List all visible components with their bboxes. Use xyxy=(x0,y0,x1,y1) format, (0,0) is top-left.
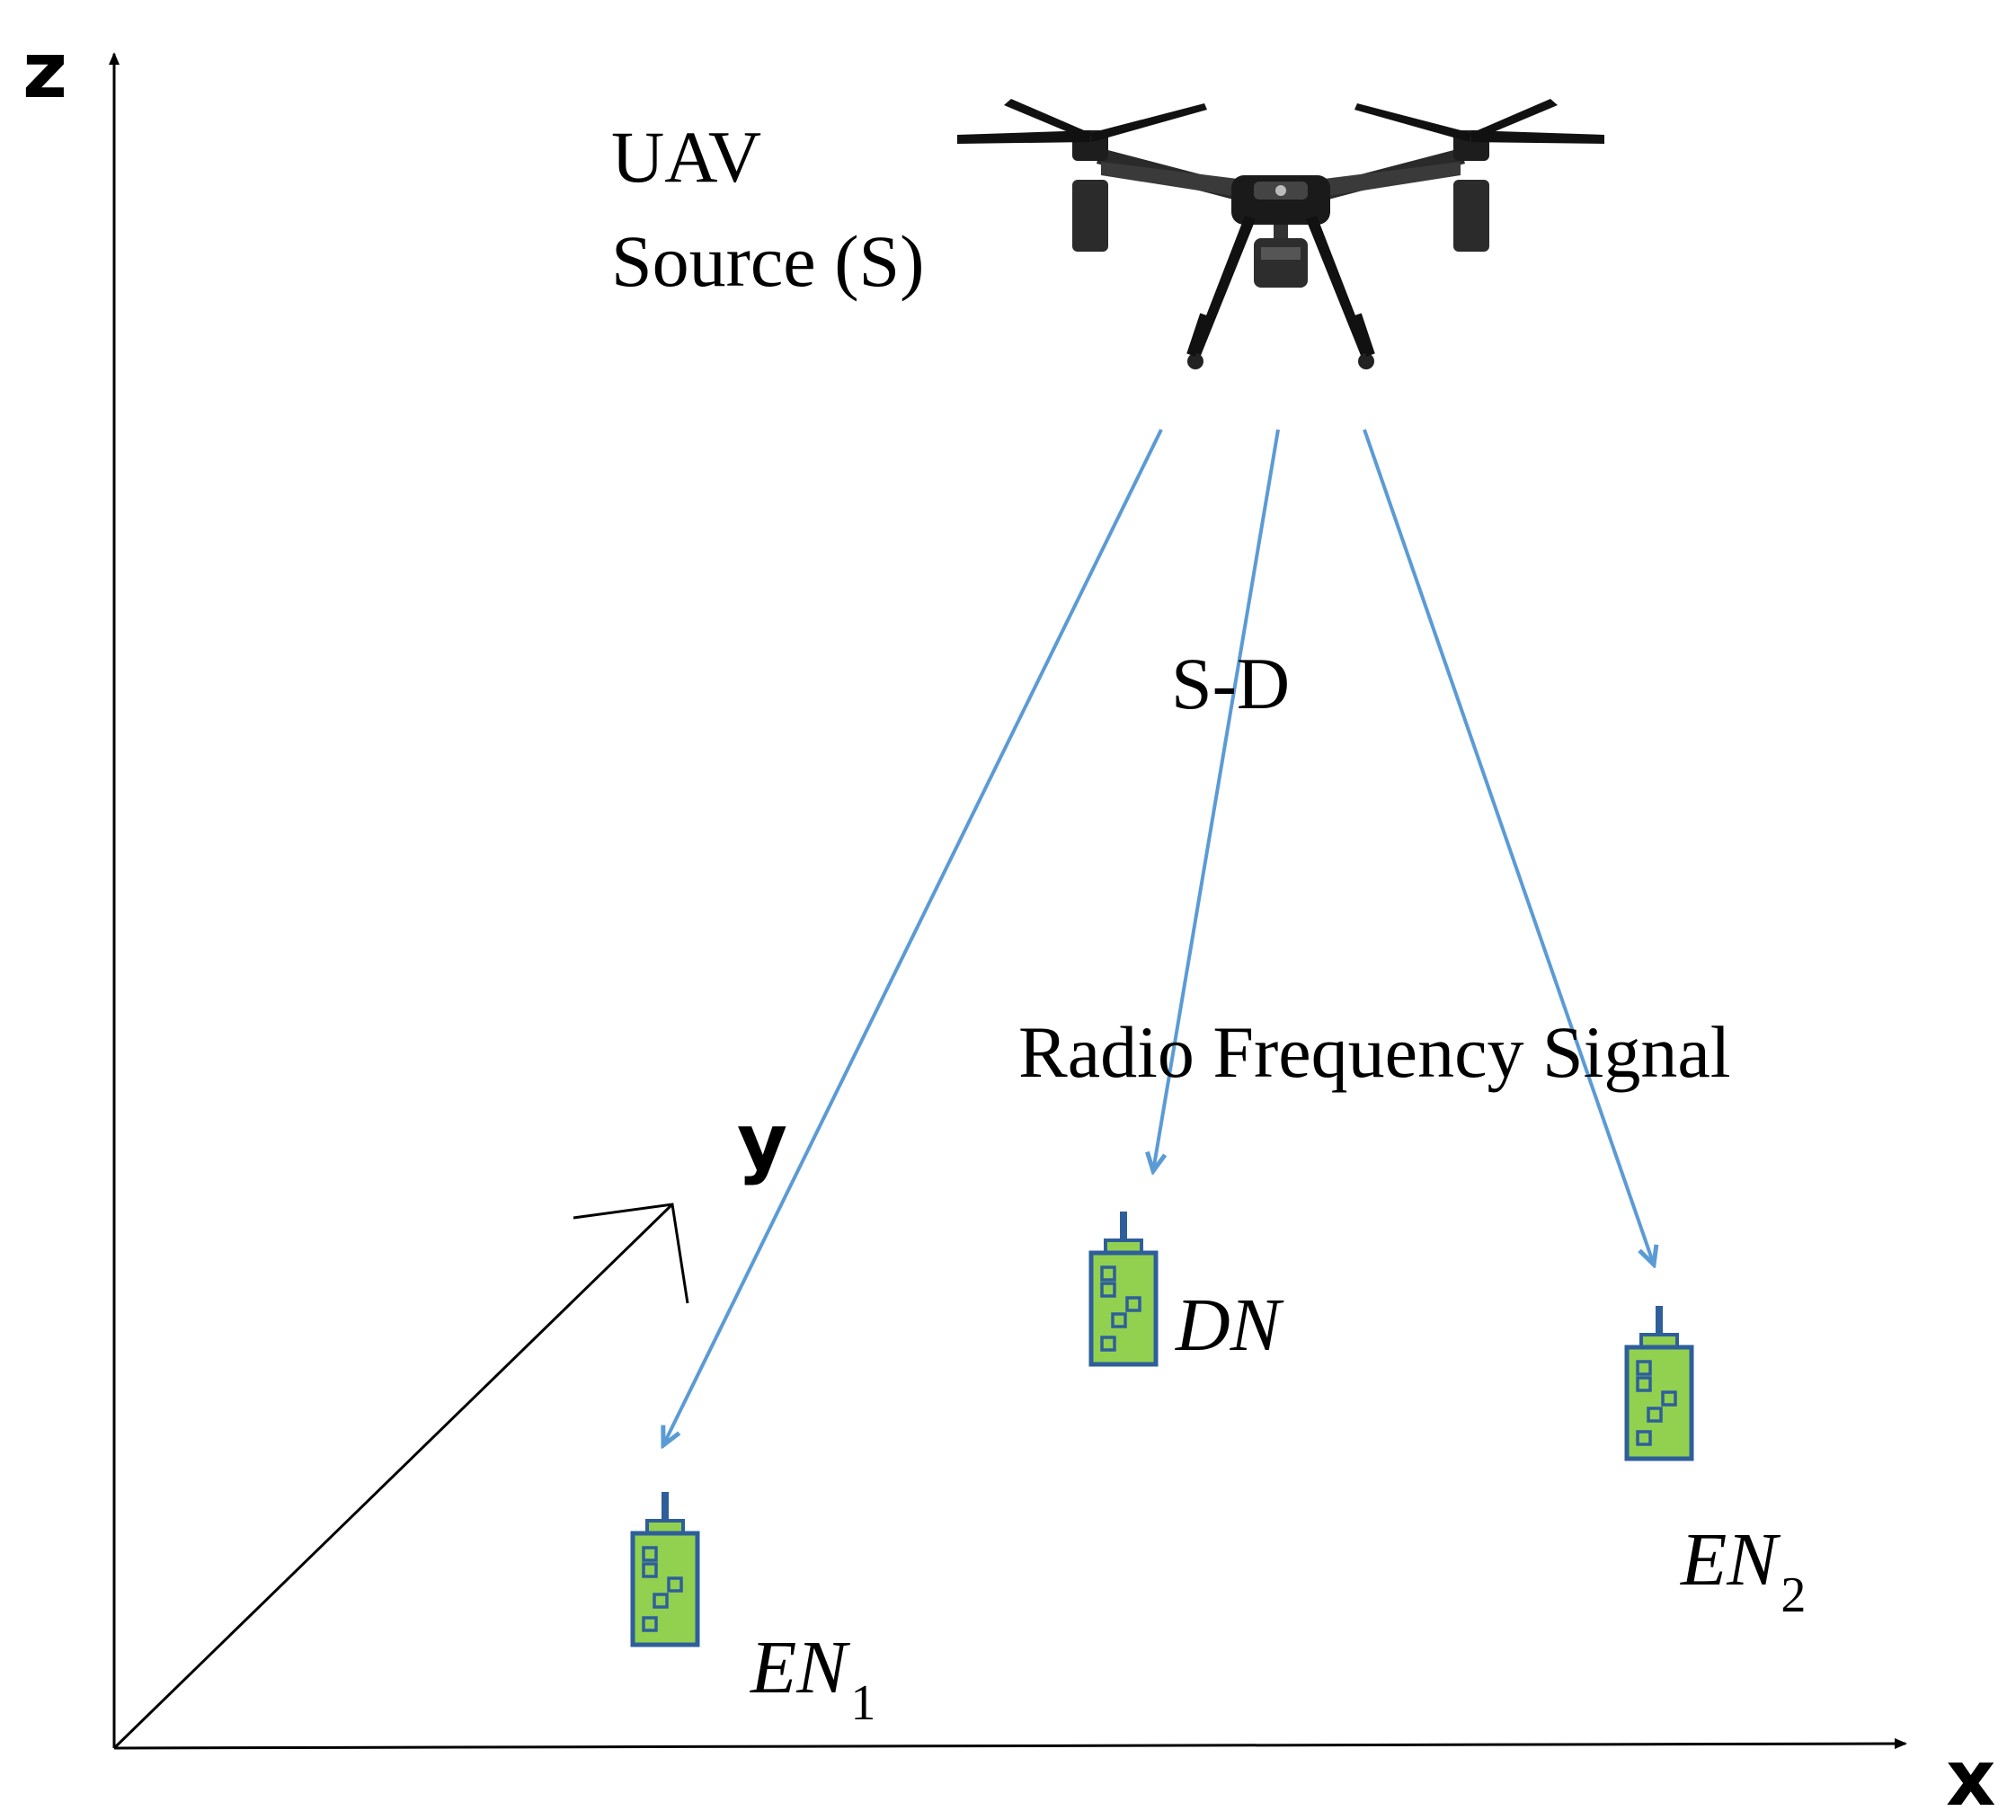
y-axis-label: y xyxy=(737,1097,787,1187)
uav-source-label: Source (S) xyxy=(611,220,924,302)
y-axis-arrowhead xyxy=(573,1203,689,1304)
x-axis-label: x xyxy=(1946,1734,1995,1820)
quadcopter-drone-icon xyxy=(957,99,1604,369)
node-dn-label: DN xyxy=(1175,1283,1284,1367)
x-axis xyxy=(113,1738,1907,1750)
building-icon xyxy=(1627,1306,1692,1459)
node-en2-label: EN2 xyxy=(1680,1518,1806,1623)
node-en2: EN2 xyxy=(1627,1306,1806,1623)
signal-arrow-dn xyxy=(1153,429,1280,1171)
signal-arrow-en2 xyxy=(1363,429,1654,1265)
link-label: S-D xyxy=(1171,643,1290,724)
building-icon xyxy=(1091,1212,1156,1364)
signal-arrow-en1 xyxy=(663,429,1163,1445)
z-axis-label: z xyxy=(22,26,67,116)
node-en1: EN1 xyxy=(633,1492,875,1731)
node-en1-label: EN1 xyxy=(750,1626,875,1731)
uav-label: UAV xyxy=(611,116,761,198)
y-axis xyxy=(112,1203,674,1750)
signal-label: Radio Frequency Signal xyxy=(1018,1011,1731,1093)
coordinate-axes: z x y xyxy=(22,26,1995,1820)
building-icon xyxy=(633,1492,697,1645)
node-dn: DN xyxy=(1091,1212,1284,1367)
signal-arrows xyxy=(663,429,1654,1445)
